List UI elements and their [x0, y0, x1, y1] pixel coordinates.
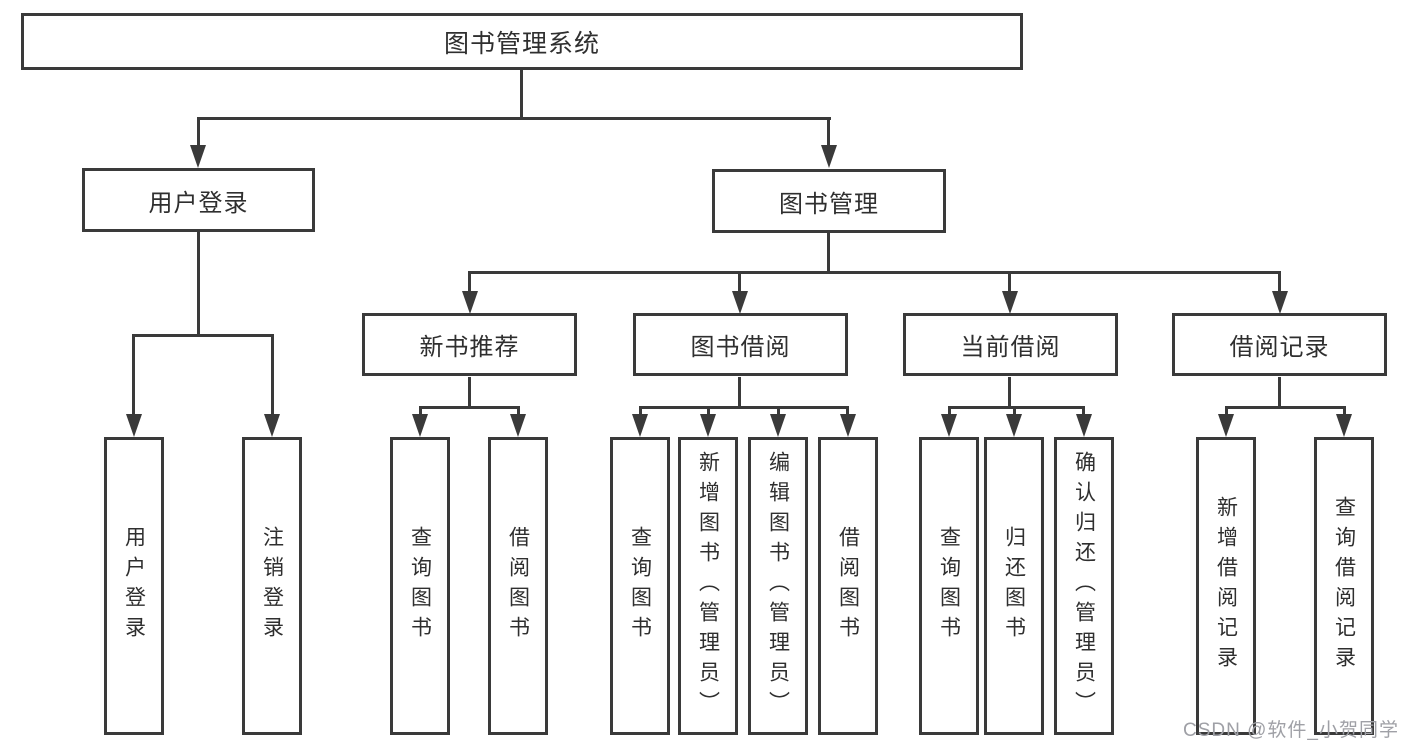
- leaf-cb-return-books: 归还图书: [984, 437, 1044, 735]
- connector-line: [738, 271, 741, 295]
- node-borrow-records: 借阅记录: [1172, 313, 1387, 376]
- connector-line: [132, 334, 274, 337]
- leaf-bb-borrow-books-label: 借阅图书: [836, 526, 860, 646]
- arrow-down-icon: [264, 414, 280, 437]
- leaf-br-add-record-label: 新增借阅记录: [1214, 496, 1238, 676]
- node-new-book-recommend: 新书推荐: [362, 313, 577, 376]
- leaf-br-add-record: 新增借阅记录: [1196, 437, 1256, 735]
- connector-line: [197, 117, 831, 120]
- arrow-down-icon: [941, 414, 957, 437]
- connector-line: [1082, 406, 1085, 418]
- arrow-down-icon: [732, 291, 748, 314]
- leaf-bb-edit-books: 编辑图书（管理员）: [748, 437, 808, 735]
- connector-line: [1225, 406, 1228, 418]
- connector-line: [132, 334, 135, 418]
- connector-line: [468, 377, 471, 408]
- connector-line: [1343, 406, 1346, 418]
- arrow-down-icon: [190, 145, 206, 168]
- node-borrow-records-label: 借阅记录: [1229, 334, 1330, 361]
- connector-line: [707, 406, 710, 418]
- arrow-down-icon: [1002, 291, 1018, 314]
- connector-line: [846, 406, 849, 418]
- leaf-bb-query-books-label: 查询图书: [628, 526, 652, 646]
- connector-line: [1225, 406, 1346, 409]
- arrow-down-icon: [1076, 414, 1092, 437]
- connector-line: [517, 406, 520, 418]
- connector-line: [419, 406, 520, 409]
- arrow-down-icon: [1336, 414, 1352, 437]
- leaf-cb-return-books-label: 归还图书: [1002, 526, 1026, 646]
- node-book-management-label: 图书管理: [779, 190, 879, 218]
- connector-line: [419, 406, 422, 418]
- leaf-bb-edit-books-label: 编辑图书（管理员）: [766, 451, 790, 721]
- leaf-rec-borrow-books: 借阅图书: [488, 437, 548, 735]
- arrow-down-icon: [1218, 414, 1234, 437]
- connector-line: [738, 377, 741, 408]
- arrow-down-icon: [462, 291, 478, 314]
- connector-line: [468, 271, 471, 295]
- connector-line: [197, 232, 200, 336]
- connector-line: [948, 406, 1085, 409]
- arrow-down-icon: [821, 145, 837, 168]
- leaf-bb-query-books: 查询图书: [610, 437, 670, 735]
- node-root-label: 图书管理系统: [443, 29, 600, 58]
- connector-line: [1013, 406, 1016, 418]
- leaf-cb-query-books: 查询图书: [919, 437, 979, 735]
- connector-line: [197, 117, 200, 149]
- connector-line: [827, 233, 830, 273]
- arrow-down-icon: [1006, 414, 1022, 437]
- leaf-cb-query-books-label: 查询图书: [937, 526, 961, 646]
- node-new-book-recommend-label: 新书推荐: [419, 334, 520, 361]
- arrow-down-icon: [700, 414, 716, 437]
- arrow-down-icon: [1272, 291, 1288, 314]
- node-book-borrow: 图书借阅: [633, 313, 848, 376]
- connector-line: [1008, 271, 1011, 295]
- connector-line: [948, 406, 951, 418]
- leaf-br-query-record: 查询借阅记录: [1314, 437, 1374, 735]
- node-current-borrow: 当前借阅: [903, 313, 1118, 376]
- connector-line: [639, 406, 642, 418]
- leaf-logout-label: 注销登录: [260, 526, 284, 646]
- leaf-br-query-record-label: 查询借阅记录: [1332, 496, 1356, 676]
- connector-line: [520, 68, 523, 119]
- arrow-down-icon: [632, 414, 648, 437]
- leaf-user-login-label: 用户登录: [122, 526, 146, 646]
- leaf-rec-query-books-label: 查询图书: [408, 526, 432, 646]
- arrow-down-icon: [840, 414, 856, 437]
- connector-line: [1008, 377, 1011, 408]
- arrow-down-icon: [770, 414, 786, 437]
- node-book-borrow-label: 图书借阅: [690, 334, 791, 361]
- watermark: CSDN @软件_小贺同学: [1183, 720, 1399, 741]
- connector-line: [468, 271, 1281, 274]
- node-book-management: 图书管理: [712, 169, 946, 233]
- arrow-down-icon: [126, 414, 142, 437]
- leaf-rec-borrow-books-label: 借阅图书: [506, 526, 530, 646]
- connector-line: [639, 406, 849, 409]
- node-current-borrow-label: 当前借阅: [960, 334, 1061, 361]
- leaf-cb-confirm-return: 确认归还（管理员）: [1054, 437, 1114, 735]
- connector-line: [777, 406, 780, 418]
- leaf-bb-add-books-label: 新增图书（管理员）: [696, 451, 720, 721]
- node-user-login: 用户登录: [82, 168, 315, 232]
- leaf-cb-confirm-return-label: 确认归还（管理员）: [1072, 451, 1096, 721]
- node-user-login-label: 用户登录: [148, 189, 249, 217]
- leaf-user-login: 用户登录: [104, 437, 164, 735]
- connector-line: [827, 117, 830, 149]
- leaf-bb-borrow-books: 借阅图书: [818, 437, 878, 735]
- connector-line: [1278, 377, 1281, 408]
- connector-line: [1278, 271, 1281, 295]
- arrow-down-icon: [510, 414, 526, 437]
- leaf-bb-add-books: 新增图书（管理员）: [678, 437, 738, 735]
- leaf-rec-query-books: 查询图书: [390, 437, 450, 735]
- arrow-down-icon: [412, 414, 428, 437]
- connector-line: [271, 334, 274, 418]
- leaf-logout: 注销登录: [242, 437, 302, 735]
- node-root: 图书管理系统: [21, 13, 1023, 70]
